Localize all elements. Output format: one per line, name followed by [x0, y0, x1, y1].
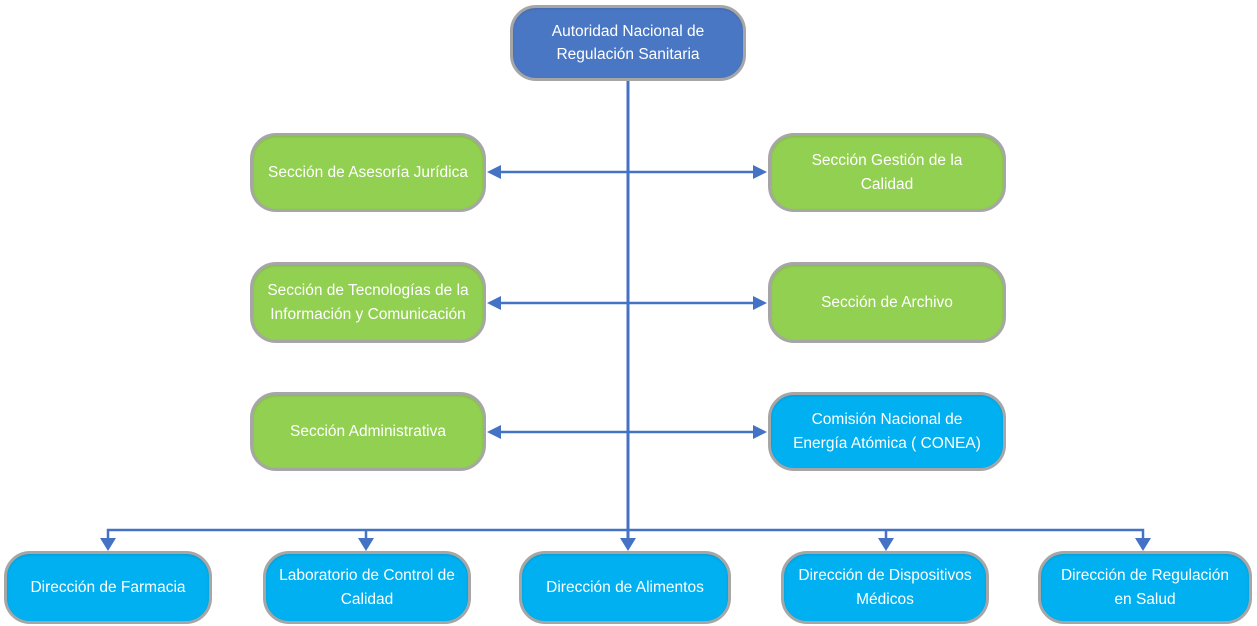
org-node-gestion-calidad: Sección Gestión de la Calidad	[768, 133, 1006, 212]
org-node-label: Sección Administrativa	[290, 422, 446, 440]
org-node-archivo: Sección de Archivo	[768, 262, 1006, 343]
org-node-label: Sección de Archivo	[821, 293, 953, 311]
arrowhead-row2-left	[487, 296, 501, 310]
org-node-laboratorio-control: Laboratorio de Control de Calidad	[263, 551, 471, 624]
arrowhead-b1	[100, 538, 116, 551]
org-node-label: Laboratorio de Control de Calidad	[279, 567, 455, 608]
arrowhead-b4	[878, 538, 894, 551]
bottom-rail	[106, 528, 1145, 540]
arrowhead-b2	[358, 538, 374, 551]
org-node-label: Comisión Nacional de Energía Atómica ( C…	[793, 411, 981, 452]
org-node-asesoria-juridica: Sección de Asesoría Jurídica	[250, 133, 486, 212]
arrowhead-row3-left	[487, 425, 501, 439]
org-node-farmacia: Dirección de Farmacia	[4, 551, 212, 624]
org-node-regulacion-salud: Dirección de Regulación en Salud	[1038, 551, 1252, 624]
arrowhead-row1-right	[753, 165, 767, 179]
org-node-label: Dirección de Farmacia	[30, 578, 186, 596]
arrowhead-row1-left	[487, 165, 501, 179]
org-node-label: Dirección de Regulación en Salud	[1060, 567, 1229, 608]
org-node-root: Autoridad Nacional de Regulación Sanitar…	[510, 5, 746, 81]
org-node-label: Sección de Asesoría Jurídica	[268, 163, 468, 181]
arrowhead-b5	[1135, 538, 1151, 551]
org-node-administrativa: Sección Administrativa	[250, 392, 486, 471]
arrowhead-center-down	[620, 538, 636, 551]
arrowhead-row2-right	[753, 296, 767, 310]
org-node-tecnologias-informacion: Sección de Tecnologías de la Información…	[250, 262, 486, 343]
org-node-alimentos: Dirección de Alimentos	[519, 551, 731, 624]
org-node-label: Sección Gestión de la Calidad	[811, 152, 963, 193]
org-node-dispositivos-medicos: Dirección de Dispositivos Médicos	[781, 551, 989, 624]
org-node-label: Dirección de Alimentos	[546, 578, 704, 596]
arrowhead-row3-right	[753, 425, 767, 439]
org-node-label: Autoridad Nacional de Regulación Sanitar…	[551, 22, 705, 63]
org-node-label: Sección de Tecnologías de la Información…	[267, 282, 469, 323]
org-node-conea: Comisión Nacional de Energía Atómica ( C…	[768, 392, 1006, 471]
org-node-label: Dirección de Dispositivos Médicos	[798, 567, 972, 608]
